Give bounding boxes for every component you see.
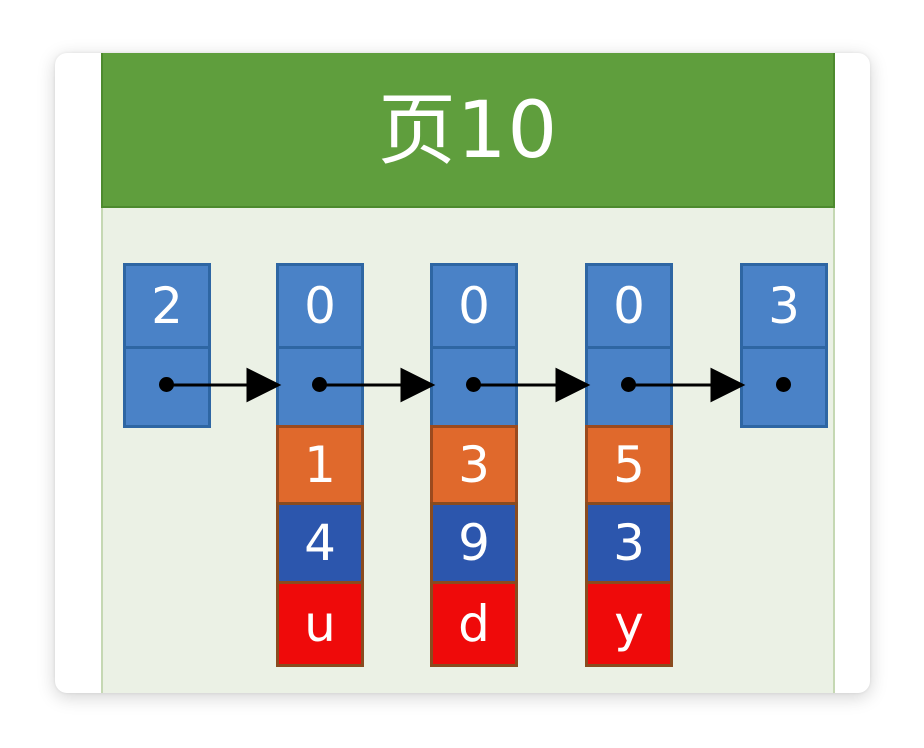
record-2-field-3: u	[276, 581, 364, 667]
record-3-pointer-dot	[466, 377, 481, 392]
record-3-field-1: 3	[430, 425, 518, 505]
record-2-header: 0	[276, 263, 364, 349]
record-5-header: 3	[740, 263, 828, 349]
record-2-field-2: 4	[276, 502, 364, 584]
record-3-field-2: 9	[430, 502, 518, 584]
record-5-pointer-dot	[776, 377, 791, 392]
record-4-field-1: 5	[585, 425, 673, 505]
page-header	[101, 53, 835, 208]
record-1-pointer-dot	[159, 377, 174, 392]
record-4-field-3: y	[585, 581, 673, 667]
record-1-header: 2	[123, 263, 211, 349]
record-2-field-1: 1	[276, 425, 364, 505]
record-3-field-3: d	[430, 581, 518, 667]
page-title: 页10	[377, 85, 559, 176]
record-2-pointer-dot	[312, 377, 327, 392]
record-4-field-2: 3	[585, 502, 673, 584]
record-4-pointer-dot	[621, 377, 636, 392]
record-4-header: 0	[585, 263, 673, 349]
record-3-header: 0	[430, 263, 518, 349]
